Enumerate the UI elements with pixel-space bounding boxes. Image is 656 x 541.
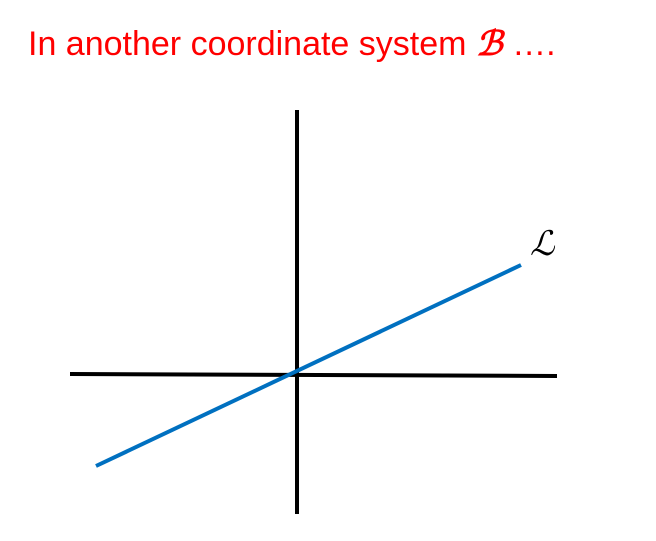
- basis-symbol: ℬ: [475, 24, 503, 64]
- title-text: In another coordinate system: [28, 25, 467, 63]
- line-l: [95, 263, 522, 468]
- line-l-label: ℒ: [530, 224, 556, 264]
- x-axis: [69, 372, 558, 378]
- slide-title: In another coordinate system ℬ ….: [28, 20, 556, 68]
- title-ellipsis: ….: [512, 25, 556, 63]
